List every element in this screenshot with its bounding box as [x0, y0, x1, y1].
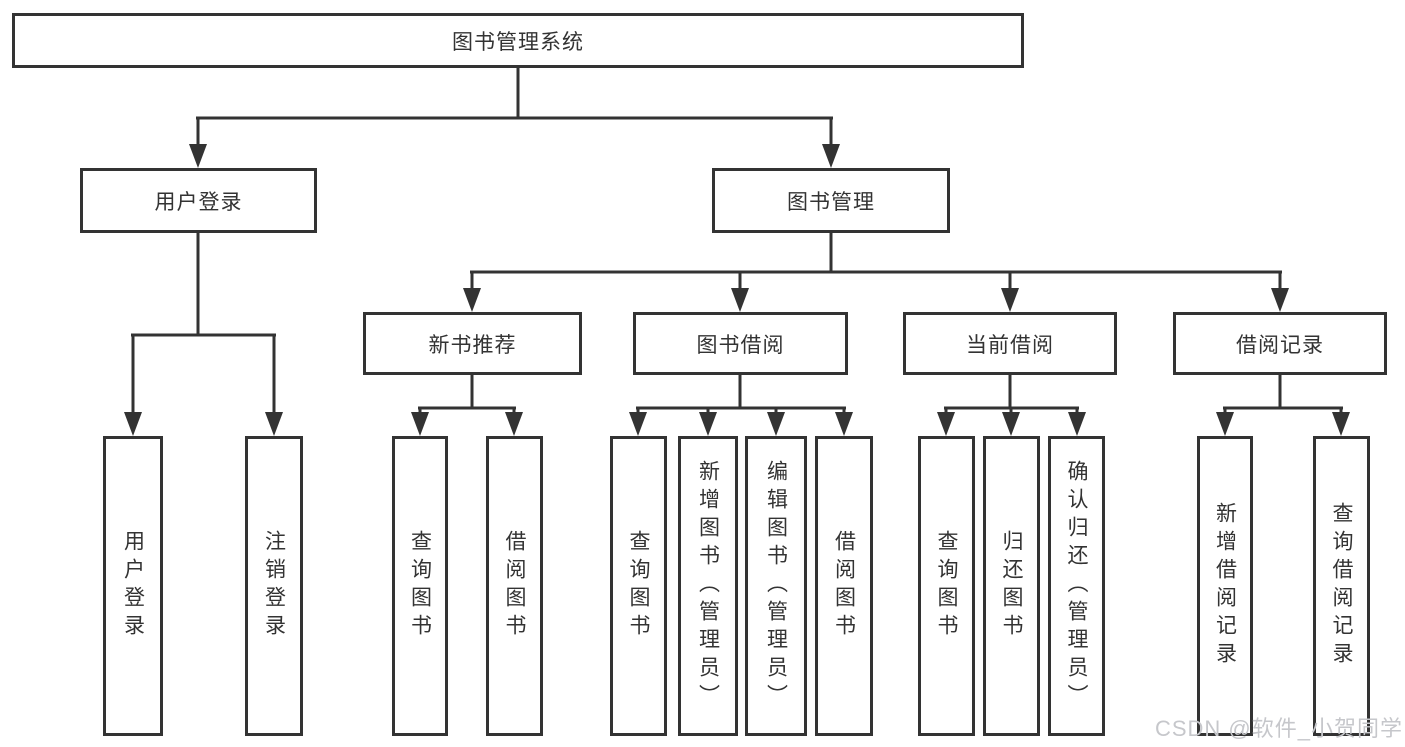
leaf-add-borrow-record: 新增借阅记录 [1197, 436, 1253, 736]
arrow-down-icon [124, 412, 142, 436]
arrow-down-icon [629, 412, 647, 436]
node-label: 用户登录 [154, 190, 243, 214]
arrow-down-icon [822, 144, 840, 168]
leaf-logout: 注销登录 [245, 436, 303, 736]
node-label: 编辑图书（管理员） [764, 460, 788, 712]
node-label: 借阅图书 [832, 530, 856, 642]
arrow-down-icon [1002, 412, 1020, 436]
node-label: 图书管理 [787, 190, 875, 214]
arrow-down-icon [265, 412, 283, 436]
arrow-down-icon [835, 412, 853, 436]
leaf-user-login: 用户登录 [103, 436, 163, 736]
node-label: 查询图书 [935, 530, 958, 642]
arrow-down-icon [1216, 412, 1234, 436]
node-label: 确认归还（管理员） [1065, 460, 1088, 712]
arrow-down-icon [463, 288, 481, 312]
leaf-edit-books-admin: 编辑图书（管理员） [745, 436, 807, 736]
node-book-management: 图书管理 [712, 168, 950, 233]
arrow-down-icon [411, 412, 429, 436]
arrow-down-icon [1271, 288, 1289, 312]
connector-borrowrecords-to-leaves [1216, 375, 1350, 436]
node-new-book-recommend: 新书推荐 [363, 312, 582, 375]
connector-bookborrow-to-leaves [629, 375, 853, 436]
leaf-query-books-newbook: 查询图书 [392, 436, 448, 736]
node-label: 借阅图书 [503, 530, 526, 642]
node-label: 新增图书（管理员） [696, 460, 720, 712]
leaf-return-books: 归还图书 [983, 436, 1040, 736]
connector-bookmgmt-to-level3 [463, 233, 1289, 312]
node-borrow-records: 借阅记录 [1173, 312, 1387, 375]
leaf-add-books-admin: 新增图书（管理员） [678, 436, 738, 736]
arrow-down-icon [1068, 412, 1086, 436]
node-label: 新书推荐 [428, 333, 517, 357]
node-root-system: 图书管理系统 [12, 13, 1024, 68]
connector-currentborrow-to-leaves [937, 375, 1086, 436]
node-label: 查询图书 [627, 530, 650, 642]
arrow-down-icon [699, 412, 717, 436]
node-label: 查询借阅记录 [1330, 502, 1353, 670]
node-current-borrow: 当前借阅 [903, 312, 1117, 375]
leaf-borrow-books-newbook: 借阅图书 [486, 436, 543, 736]
connector-root-to-level2 [189, 68, 840, 168]
leaf-query-books-current: 查询图书 [918, 436, 975, 736]
leaf-query-borrow-record: 查询借阅记录 [1313, 436, 1370, 736]
arrow-down-icon [189, 144, 207, 168]
node-book-borrow: 图书借阅 [633, 312, 848, 375]
csdn-watermark: CSDN @软件_小贺同学 [1154, 716, 1403, 741]
arrow-down-icon [1001, 288, 1019, 312]
leaf-confirm-return-admin: 确认归还（管理员） [1048, 436, 1105, 736]
connector-newbook-to-leaves [411, 375, 523, 436]
node-label: 新增借阅记录 [1213, 502, 1237, 670]
arrow-down-icon [731, 288, 749, 312]
arrow-down-icon [937, 412, 955, 436]
connector-userlogin-to-leaves [124, 233, 283, 436]
arrow-down-icon [1332, 412, 1350, 436]
arrow-down-icon [505, 412, 523, 436]
node-label: 查询图书 [408, 530, 432, 642]
node-label: 当前借阅 [966, 333, 1054, 357]
leaf-borrow-books: 借阅图书 [815, 436, 873, 736]
node-user-login: 用户登录 [80, 168, 317, 233]
node-label: 归还图书 [1000, 530, 1023, 642]
node-label: 用户登录 [121, 530, 145, 642]
node-label: 借阅记录 [1236, 333, 1324, 357]
leaf-query-books-borrow: 查询图书 [610, 436, 667, 736]
node-label: 注销登录 [262, 530, 286, 642]
node-label: 图书借阅 [696, 333, 785, 357]
arrow-down-icon [767, 412, 785, 436]
node-label: 图书管理系统 [452, 30, 584, 54]
